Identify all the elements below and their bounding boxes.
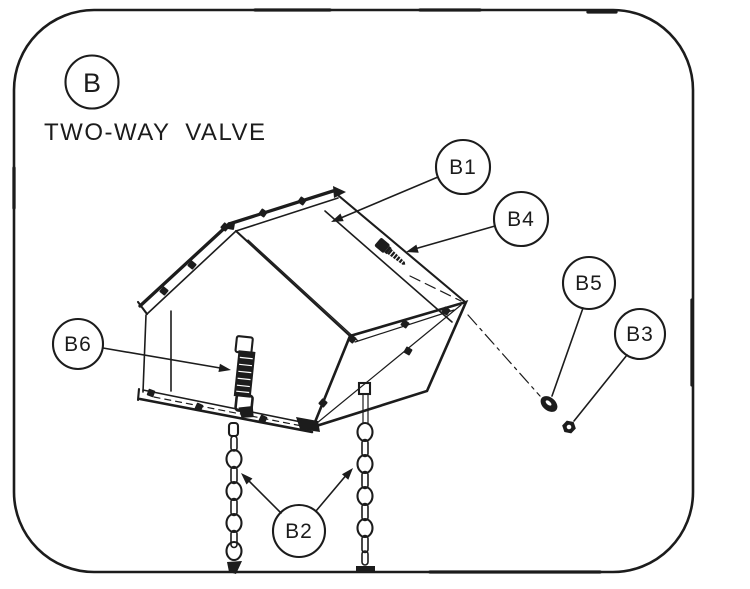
flange-edge-line [142, 389, 317, 426]
screw-head [374, 238, 390, 253]
callout-b1: B1 [329, 138, 492, 226]
callout-b5: B5 [551, 255, 617, 397]
bottom-flange [136, 387, 320, 434]
border-scan-marks [12, 8, 694, 574]
callout-b6-circle [51, 317, 105, 371]
callout-b: B [64, 54, 120, 110]
nut-part [562, 420, 576, 434]
callout-b6-label: B6 [64, 333, 92, 356]
callout-b1-label: B1 [449, 156, 477, 179]
arrow-b6 [218, 363, 232, 375]
chain-link [356, 421, 374, 458]
page-border [12, 8, 695, 574]
flange-corner-blob [296, 417, 320, 432]
callout-b1-circle [434, 138, 492, 196]
chain-link [227, 421, 240, 438]
duct-edge-line [324, 210, 453, 323]
chain-link [356, 517, 374, 554]
spring-bottom-blob [238, 405, 254, 418]
flange-edge-line [235, 197, 339, 232]
duct-edge-line [247, 239, 359, 342]
hidden-edge-dashes [153, 396, 303, 427]
arrow-b1 [329, 213, 344, 226]
nut-hole [566, 424, 572, 430]
spring-part [233, 335, 256, 418]
screw-part [374, 238, 406, 265]
chain-link [230, 435, 238, 452]
leader-b4 [410, 225, 496, 251]
figure-title: TWO-WAY VALVE [44, 119, 267, 146]
duct-body [142, 189, 466, 393]
top-flange [136, 186, 346, 316]
axis-dash-line [409, 275, 462, 302]
flange-end-cap [136, 387, 141, 402]
leader-b2-right [315, 472, 349, 512]
bolt-mark [146, 388, 156, 398]
axis-dash-line [467, 314, 541, 397]
leader-b1 [335, 176, 439, 221]
callout-b5-label: B5 [575, 272, 603, 295]
callout-b2-circle [271, 503, 327, 559]
screw-collar [384, 246, 392, 255]
bolt-mark [403, 346, 413, 356]
flange-edge-line [227, 189, 335, 226]
duct-edge-line [234, 229, 352, 338]
grommet-part [540, 396, 558, 412]
leader-b6 [102, 347, 227, 370]
chain-rod [362, 393, 369, 424]
valve-drawing [136, 186, 576, 574]
duct-left-edge [142, 314, 147, 393]
callout-b6: B6 [51, 317, 232, 375]
chain-link [361, 550, 369, 566]
bolt-mark [318, 398, 328, 408]
chain-fitting [357, 381, 372, 396]
leader-b5 [551, 307, 584, 397]
bolt-mark [258, 208, 268, 218]
spring-coil-lines [236, 356, 253, 394]
chain-link [356, 453, 374, 490]
chain-link [225, 540, 243, 562]
chain-link [356, 485, 374, 522]
screw-threads [389, 250, 404, 264]
flange-end-cap [136, 300, 149, 316]
chain-end [227, 561, 242, 574]
callout-b-circle [64, 54, 120, 110]
callout-b4: B4 [404, 190, 550, 257]
callout-b5-circle [561, 255, 617, 311]
flange-edge-line [146, 230, 237, 315]
chain-right [356, 381, 375, 572]
callout-b4-label: B4 [507, 208, 535, 231]
duct-edge-line [331, 189, 466, 303]
grommet-hole [545, 400, 552, 406]
callout-b3: B3 [573, 307, 667, 422]
callout-b3-circle [613, 307, 667, 361]
flange-edge-line [138, 222, 231, 308]
callout-b2-label: B2 [285, 520, 313, 543]
callout-b-label: B [83, 68, 101, 98]
callout-b4-circle [492, 190, 550, 248]
chain-link [225, 480, 243, 517]
flange-outline [310, 299, 469, 430]
leader-b3 [573, 354, 628, 422]
chain-link [225, 448, 243, 485]
callout-b3-label: B3 [626, 323, 654, 346]
callout-b2: B2 [238, 465, 357, 559]
callouts: B B1 B4 B5 B3 B6 [51, 54, 667, 559]
flange-inner-line [316, 304, 462, 424]
bolt-mark [297, 196, 307, 206]
chain-left [225, 421, 243, 574]
bolt-mark [226, 221, 236, 231]
flange-edge-line [138, 397, 314, 434]
leader-b2-left [245, 477, 282, 514]
outlet-flange [310, 299, 469, 430]
chain-end [356, 566, 375, 572]
